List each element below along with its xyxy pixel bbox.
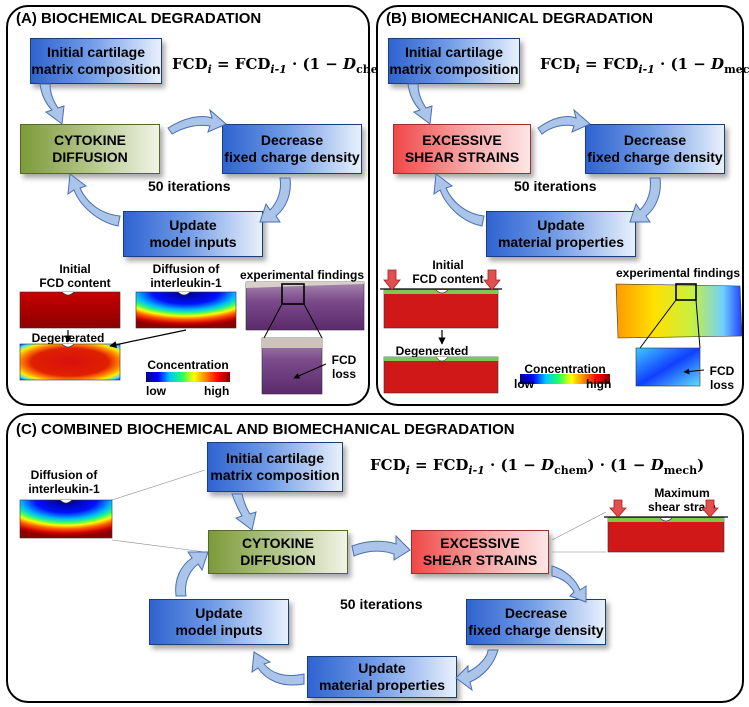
equation-chem: FCDi = FCDi-1 · (1 − Dchem) — [172, 55, 397, 76]
panel-c-title: (C) COMBINED BIOCHEMICAL AND BIOMECHANIC… — [16, 421, 515, 438]
label-experimental-findings: experimental findings — [239, 268, 365, 282]
label-degenerated: Degenerated — [31, 331, 105, 345]
box-update-inputs[interactable]: Update model inputs — [123, 211, 263, 257]
label-high-b: high — [586, 377, 612, 391]
label-max-shear: Maximum shear strain — [647, 486, 717, 514]
label-concentration-b: Concentration — [524, 362, 606, 376]
box-excessive-shear[interactable]: EXCESSIVE SHEAR STRAINS — [393, 124, 531, 174]
panel-a-title: (A) BIOCHEMICAL DEGRADATION — [16, 10, 262, 27]
label-high: high — [204, 384, 230, 398]
box-initial-matrix-b[interactable]: Initial cartilage matrix composition — [388, 38, 520, 84]
box-initial-matrix-c[interactable]: Initial cartilage matrix composition — [207, 442, 343, 492]
label-degenerated-b: Degenerated — [395, 344, 469, 358]
box-update-material-c[interactable]: Update material properties — [307, 656, 457, 698]
equation-mech: FCDi = FCDi-1 · (1 − Dmech) — [540, 55, 749, 76]
label-experimental-findings-b: experimental findings — [615, 266, 741, 280]
panel-b-title: (B) BIOMECHANICAL DEGRADATION — [386, 10, 653, 27]
box-cytokine-diffusion-c[interactable]: CYTOKINE DIFFUSION — [208, 530, 348, 574]
colorbar-b — [520, 374, 610, 384]
box-decrease-fcd-b[interactable]: Decrease fixed charge density — [585, 124, 725, 174]
box-update-model-inputs-c[interactable]: Update model inputs — [149, 599, 289, 645]
box-update-material[interactable]: Update material properties — [486, 211, 636, 257]
iterations-label-c: 50 iterations — [340, 596, 423, 612]
label-initial-fcd: Initial FCD content — [39, 262, 111, 290]
label-fcd-loss: FCD loss — [331, 353, 357, 381]
box-decrease-fcd[interactable]: Decrease fixed charge density — [222, 124, 362, 174]
label-fcd-loss-b: FCD loss — [709, 364, 735, 392]
colorbar — [146, 372, 230, 382]
label-low-b: low — [514, 377, 534, 391]
label-low: low — [146, 384, 166, 398]
equation-combined: FCDi = FCDi-1 · (1 − Dchem) · (1 − Dmech… — [370, 456, 705, 477]
iterations-label: 50 iterations — [148, 178, 231, 194]
iterations-label-b: 50 iterations — [514, 178, 597, 194]
box-decrease-fcd-c[interactable]: Decrease fixed charge density — [466, 599, 606, 645]
label-diffusion-il1-c: Diffusion of interleukin-1 — [28, 468, 100, 496]
box-excessive-shear-c[interactable]: EXCESSIVE SHEAR STRAINS — [411, 530, 549, 574]
label-concentration: Concentration — [147, 358, 229, 372]
box-initial-matrix[interactable]: Initial cartilage matrix composition — [30, 38, 162, 84]
label-diffusion-il1: Diffusion of interleukin-1 — [150, 262, 222, 290]
label-initial-fcd-b: Initial FCD content — [412, 258, 484, 286]
box-cytokine-diffusion[interactable]: CYTOKINE DIFFUSION — [20, 124, 160, 174]
